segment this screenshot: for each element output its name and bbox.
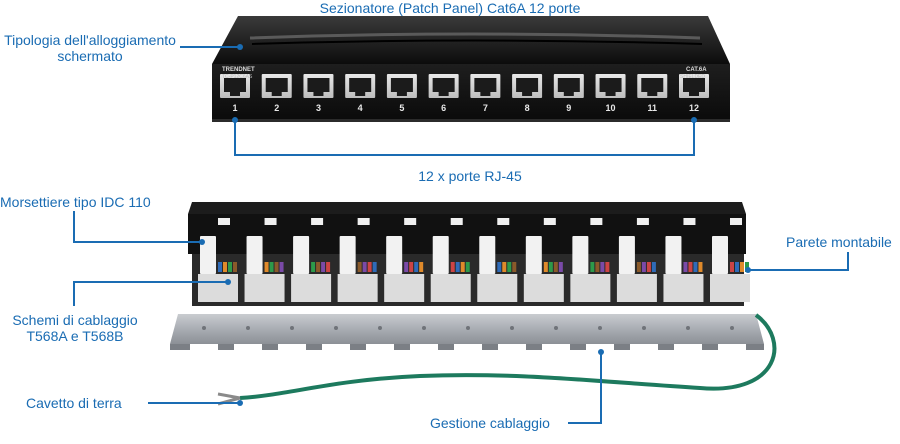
- front-ports: [220, 74, 709, 98]
- mount-hole: [378, 326, 382, 330]
- idc-module: [337, 218, 378, 302]
- rj45-port: [679, 74, 709, 98]
- mount-hole: [202, 326, 206, 330]
- mount-hole: [730, 326, 734, 330]
- port-number: 5: [399, 103, 405, 113]
- port-number: 2: [274, 103, 280, 113]
- mount-hole: [554, 326, 558, 330]
- mount-hole: [246, 326, 250, 330]
- rj45-port: [637, 74, 668, 98]
- cable-slot: [542, 344, 570, 350]
- wiring-pointer-line: [73, 281, 228, 306]
- wiring-label: Schemi di cablaggio T568A e T568B: [0, 312, 150, 344]
- port-number: 8: [524, 103, 530, 113]
- ground-cable: [239, 313, 777, 400]
- cable-slot: [586, 344, 614, 350]
- cable-mgmt-label: Gestione cablaggio: [430, 415, 550, 431]
- idc-module: [570, 218, 611, 302]
- rj45-port: [595, 74, 626, 98]
- mount-hole: [510, 326, 514, 330]
- cable-slot: [674, 344, 702, 350]
- housing-label: Tipologia dell'alloggiamento schermato: [0, 32, 180, 64]
- front-shield: SHIELDED: [680, 74, 706, 80]
- idc-module: [616, 218, 657, 302]
- port-number: 9: [566, 103, 572, 113]
- port-number: 1: [232, 103, 238, 113]
- mount-hole: [334, 326, 338, 330]
- rj45-port: [345, 74, 376, 98]
- front-cat: CAT.6A: [686, 67, 707, 73]
- rj45-label: 12 x porte RJ-45: [418, 168, 522, 184]
- idc-label: Morsettiere tipo IDC 110: [0, 194, 151, 210]
- cable-slot: [322, 344, 350, 350]
- cable-slot: [410, 344, 438, 350]
- idc-pointer-line: [73, 211, 202, 243]
- cable-slot: [454, 344, 482, 350]
- idc-module: [244, 218, 285, 302]
- cable-slot: [630, 344, 658, 350]
- rj45-port: [220, 74, 250, 98]
- cable-slot: [366, 344, 394, 350]
- ground-label: Cavetto di terra: [26, 395, 122, 411]
- rj45-bracket-line: [234, 120, 695, 156]
- rj45-port: [386, 74, 417, 98]
- mount-hole: [422, 326, 426, 330]
- port-number: 10: [605, 103, 616, 113]
- rj45-port: [428, 74, 459, 98]
- idc-module: [430, 218, 471, 302]
- port-number: 12: [688, 103, 699, 113]
- cable-slot: [278, 344, 306, 350]
- housing-label-line2: schermato: [57, 48, 123, 64]
- port-number: 4: [357, 103, 363, 113]
- front-panel: [212, 16, 730, 122]
- rj45-port: [470, 74, 501, 98]
- cable-slot: [190, 344, 218, 350]
- idc-module: [198, 218, 238, 302]
- mount-hole: [598, 326, 602, 330]
- idc-module: [291, 218, 332, 302]
- wiring-label-line1: Schemi di cablaggio: [12, 312, 138, 328]
- cable-slot: [234, 344, 262, 350]
- cable-slot: [718, 344, 746, 350]
- idc-module: [523, 218, 564, 302]
- cable-slot: [498, 344, 526, 350]
- front-brand: TRENDNET: [222, 67, 255, 73]
- wall-pointer-line: [748, 252, 849, 271]
- rj45-port: [553, 74, 584, 98]
- rj45-port: [303, 74, 334, 98]
- port-number: 6: [441, 103, 447, 113]
- port-number: 3: [315, 103, 321, 113]
- idc-module: [663, 218, 704, 302]
- idc-module: [477, 218, 518, 302]
- mount-hole: [466, 326, 470, 330]
- cable-mgmt-pointer-line: [568, 352, 602, 424]
- wall-label: Parete montabile: [786, 234, 892, 250]
- mount-hole: [686, 326, 690, 330]
- port-number: 11: [647, 103, 658, 113]
- rj45-port: [512, 74, 543, 98]
- mount-hole: [290, 326, 294, 330]
- idc-module: [384, 218, 425, 302]
- rj45-port: [261, 74, 292, 98]
- mount-hole: [642, 326, 646, 330]
- port-number: 7: [482, 103, 488, 113]
- page-title: Sezionatore (Patch Panel) Cat6A 12 porte: [319, 0, 581, 16]
- wiring-label-line2: T568A e T568B: [26, 328, 124, 344]
- housing-label-line1: Tipologia dell'alloggiamento: [4, 32, 176, 48]
- front-model: TC-P12C6AS: [222, 74, 253, 80]
- rear-modules: [190, 218, 750, 350]
- idc-module: [710, 218, 750, 302]
